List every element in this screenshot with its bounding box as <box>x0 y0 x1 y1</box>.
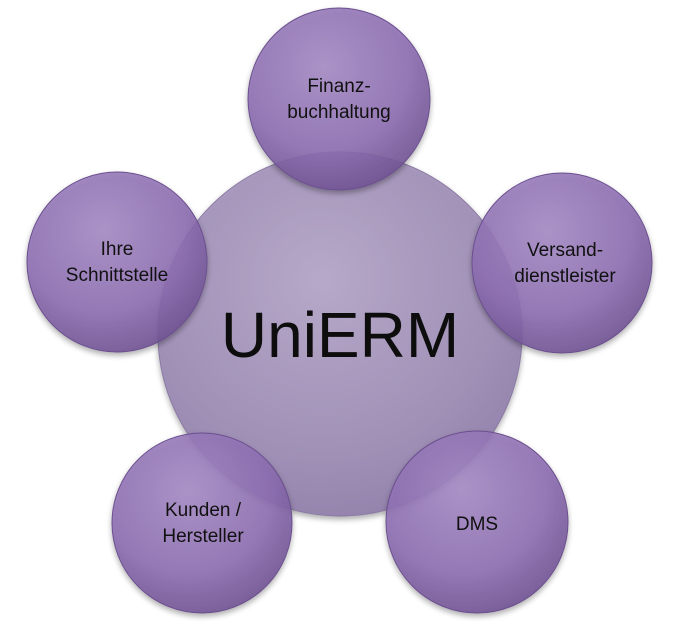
node-versanddienstleister: Versand- dienstleister <box>471 172 653 354</box>
node-finanzbuchhaltung-line2: buchhaltung <box>287 102 391 123</box>
node-versanddienstleister-line2: dienstleister <box>514 266 616 287</box>
node-kunden-hersteller-line2: Hersteller <box>162 526 244 547</box>
node-finanzbuchhaltung: Finanz- buchhaltung <box>247 7 431 191</box>
node-ihre-schnittstelle-line1: Ihre <box>101 239 134 260</box>
node-dms: DMS <box>385 430 569 614</box>
node-kunden-hersteller: Kunden / Hersteller <box>111 432 293 614</box>
node-ihre-schnittstelle: Ihre Schnittstelle <box>26 171 208 353</box>
node-ihre-schnittstelle-line2: Schnittstelle <box>66 265 168 286</box>
center-circle: UniERM <box>157 151 523 517</box>
center-label: UniERM <box>221 299 459 371</box>
node-versanddienstleister-line1: Versand- <box>527 240 603 261</box>
node-finanzbuchhaltung-line1: Finanz- <box>307 76 370 97</box>
node-dms-label: DMS <box>456 514 498 535</box>
node-kunden-hersteller-line1: Kunden / <box>165 500 242 521</box>
